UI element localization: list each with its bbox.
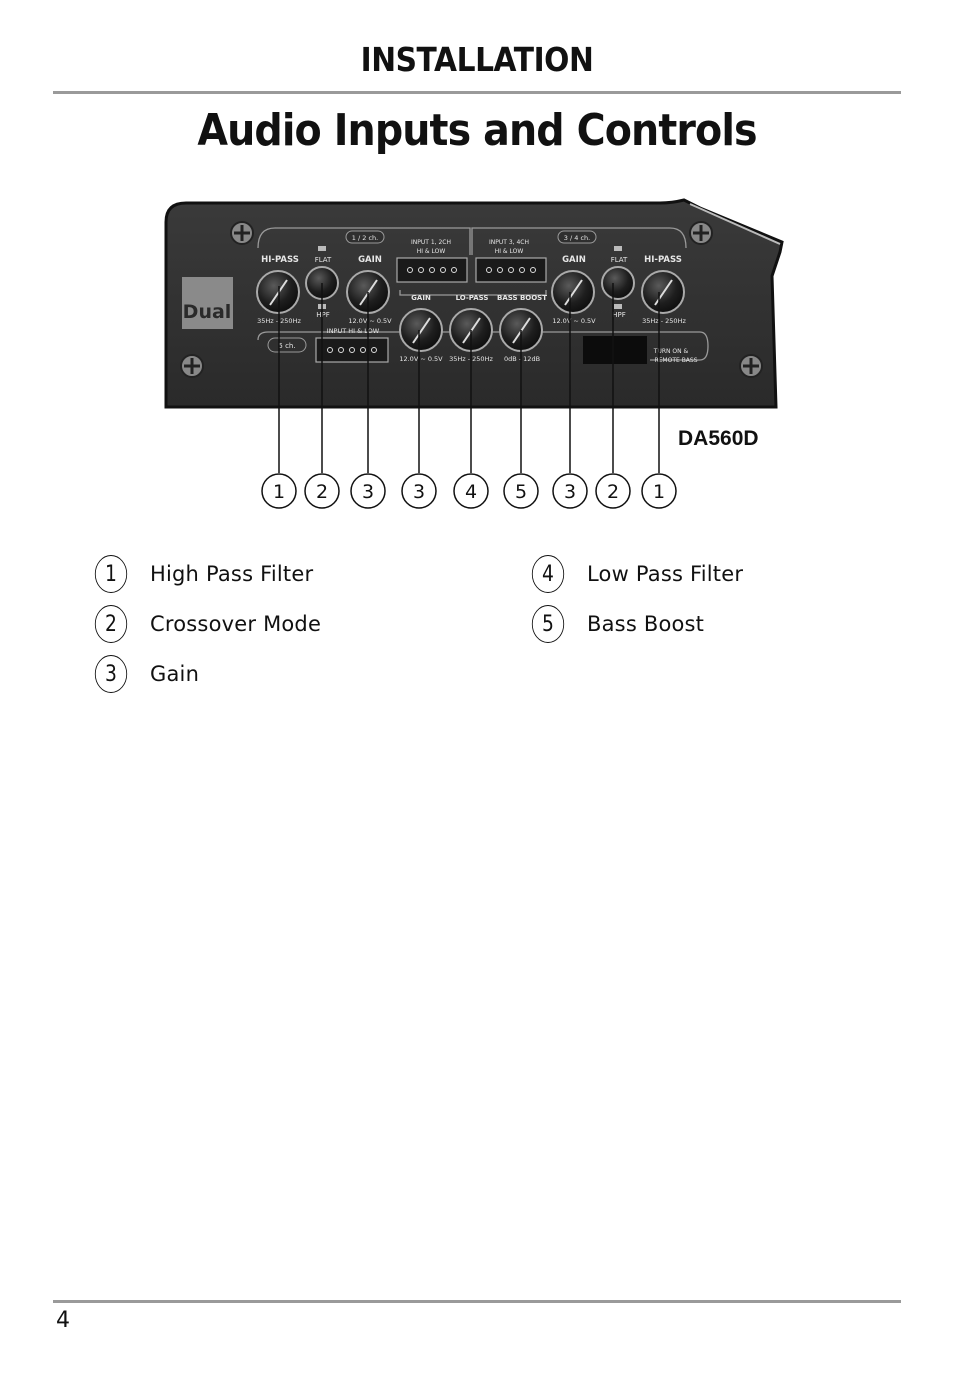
legend-number: 3 xyxy=(94,655,128,693)
callout-marker: 5 xyxy=(503,473,539,509)
panel-label: LO-PASS xyxy=(456,294,489,302)
callout-marker: 3 xyxy=(401,473,437,509)
remote-bass-port xyxy=(583,336,647,364)
hi-pass-knob xyxy=(256,270,300,314)
panel-label: 3 / 4 ch. xyxy=(564,234,590,242)
page-title: Audio Inputs and Controls xyxy=(197,105,757,156)
rca-connector xyxy=(315,337,389,363)
panel-label: HPF xyxy=(316,311,330,319)
panel-label: HI & LOW xyxy=(417,248,446,255)
panel-label: HPF xyxy=(612,311,626,319)
callout-marker: 2 xyxy=(595,473,631,509)
legend-item: 3 Gain xyxy=(92,652,199,696)
panel-label: 0dB - 12dB xyxy=(504,355,540,363)
screw-icon xyxy=(180,354,204,378)
legend-item: 4 Low Pass Filter xyxy=(529,552,743,596)
callout-number: 1 xyxy=(653,481,665,503)
hi-pass-knob xyxy=(641,270,685,314)
gain-knob xyxy=(399,308,443,352)
legend-item: 5 Bass Boost xyxy=(529,602,704,646)
section-title: INSTALLATION xyxy=(360,40,594,79)
rca-connector xyxy=(475,257,547,283)
legend-number: 1 xyxy=(94,555,128,593)
legend-item: 1 High Pass Filter xyxy=(92,552,313,596)
amplifier-diagram: Dual xyxy=(164,198,784,509)
panel-label: 12.0V ~ 0.5V xyxy=(348,317,392,325)
callout-number: 3 xyxy=(413,481,425,503)
legend-label: Crossover Mode xyxy=(150,612,322,636)
legend-label: Low Pass Filter xyxy=(587,562,744,586)
callout-number: 3 xyxy=(362,481,374,503)
callout-number: 5 xyxy=(515,481,527,503)
legend-label: High Pass Filter xyxy=(150,562,314,586)
panel-label: HI & LOW xyxy=(495,248,524,255)
legend-label: Bass Boost xyxy=(587,612,705,636)
panel-label: REMOTE BASS xyxy=(654,357,697,364)
flat-hpf-switch xyxy=(601,246,635,309)
screw-icon xyxy=(689,221,713,245)
legend-label: Gain xyxy=(150,662,200,686)
panel-label: 1 / 2 ch. xyxy=(352,234,378,242)
callout-marker: 4 xyxy=(453,473,489,509)
panel-label: GAIN xyxy=(411,294,431,302)
callout-number: 2 xyxy=(316,481,328,503)
panel-label: 12.0V ~ 0.5V xyxy=(552,317,596,325)
panel-label: 12.0V ~ 0.5V xyxy=(399,355,443,363)
legend-number: 4 xyxy=(531,555,565,593)
legend-number: 2 xyxy=(94,605,128,643)
callout-number: 2 xyxy=(607,481,619,503)
rca-connector xyxy=(396,257,468,283)
panel-label: GAIN xyxy=(562,255,586,265)
callout-marker: 1 xyxy=(261,473,297,509)
panel-label: FLAT xyxy=(611,256,628,264)
legend-item: 2 Crossover Mode xyxy=(92,602,321,646)
panel-label: 35Hz - 250Hz xyxy=(642,317,686,325)
screw-icon xyxy=(739,354,763,378)
panel-label: INPUT HI & LOW xyxy=(327,327,380,335)
callout-marker: 1 xyxy=(641,473,677,509)
panel-label: HI-PASS xyxy=(644,255,682,265)
panel-label: GAIN xyxy=(358,255,382,265)
page-number: 4 xyxy=(56,1308,70,1333)
screw-icon xyxy=(230,221,254,245)
panel-label: BASS BOOST xyxy=(497,294,547,302)
panel-label: INPUT 3, 4CH xyxy=(489,239,529,246)
callout-number: 3 xyxy=(564,481,576,503)
callout-number: 4 xyxy=(465,481,477,503)
footer-rule xyxy=(53,1300,901,1303)
callout-marker: 3 xyxy=(552,473,588,509)
panel-label: 5 ch. xyxy=(278,342,295,350)
panel-label: INPUT 1, 2CH xyxy=(411,239,451,246)
panel-label: TURN ON & xyxy=(653,348,689,355)
dual-logo xyxy=(182,277,233,329)
callout-marker: 3 xyxy=(350,473,386,509)
callout-number: 1 xyxy=(273,481,285,503)
gain-knob xyxy=(551,270,595,314)
dual-logo-text: Dual xyxy=(183,301,232,323)
panel-label: HI-PASS xyxy=(261,255,299,265)
header-rule xyxy=(53,91,901,94)
panel-label: FLAT xyxy=(315,256,332,264)
legend-number: 5 xyxy=(531,605,565,643)
callout-marker: 2 xyxy=(304,473,340,509)
model-label: DA560D xyxy=(678,427,759,450)
